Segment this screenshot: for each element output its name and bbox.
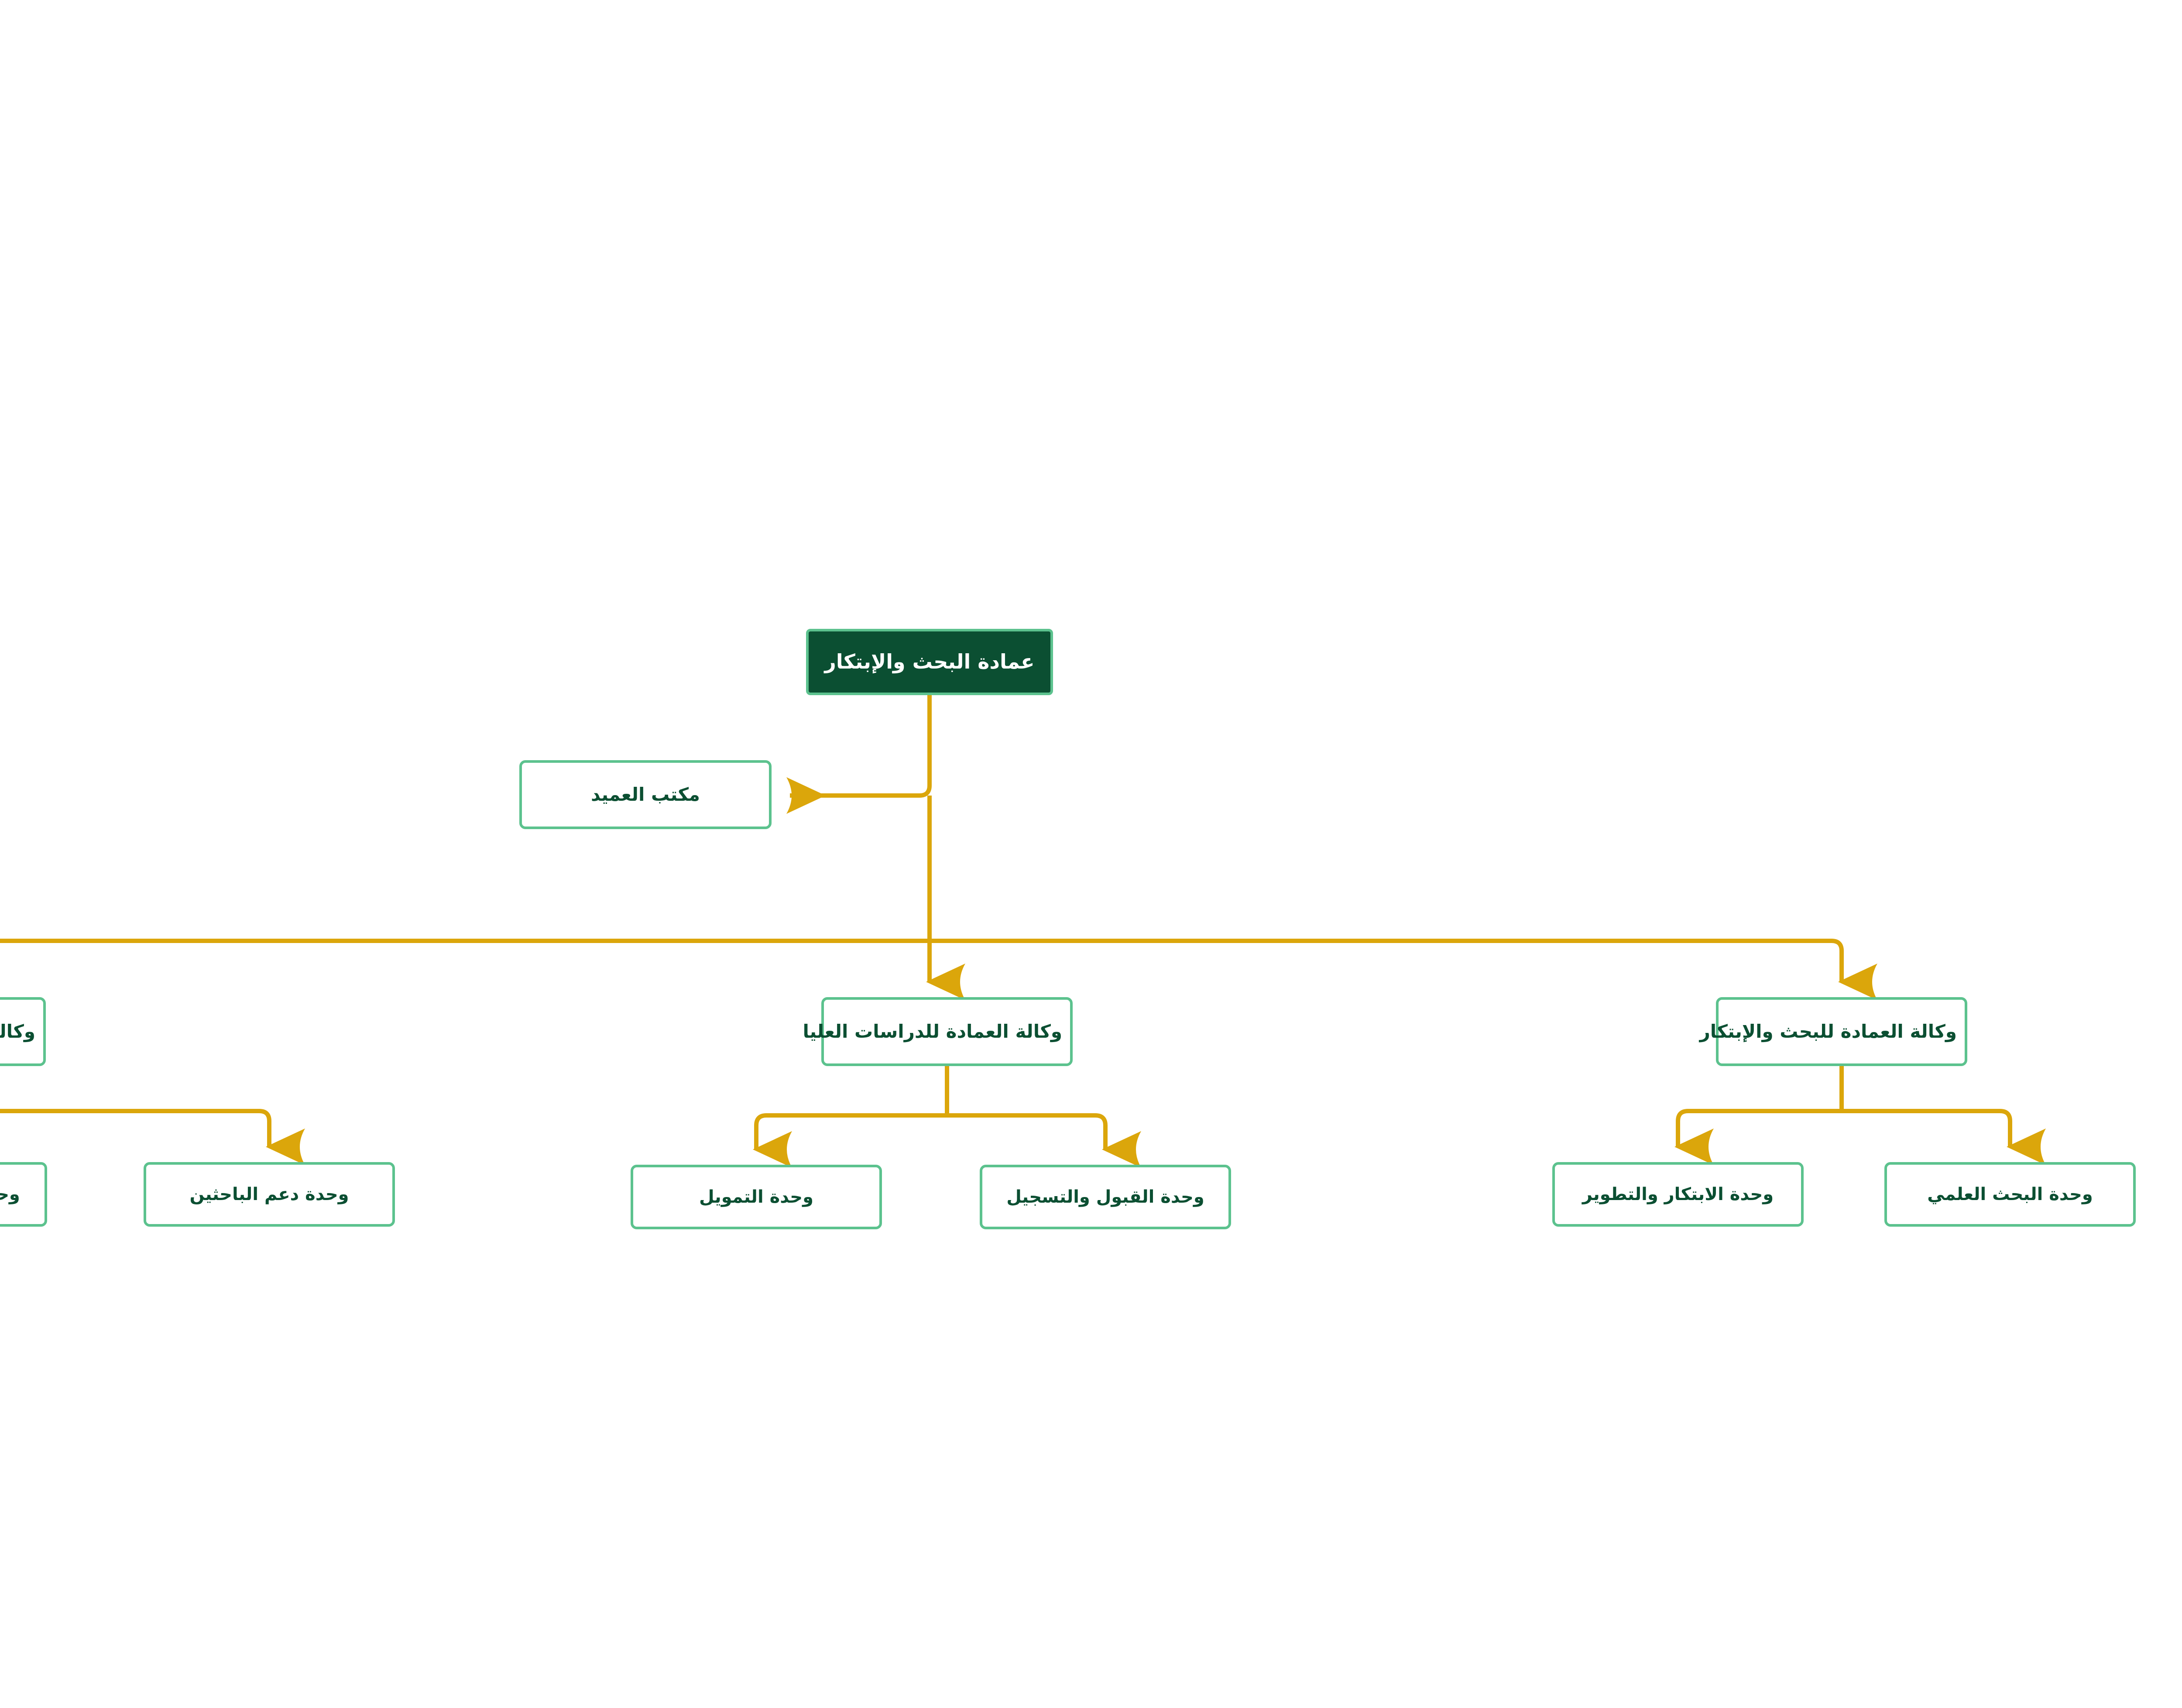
node-label: وحدة الابتكار والتطوير — [1582, 1184, 1774, 1204]
node-agency-graduate-studies[interactable]: وكالة العمادة للدراسات العليا — [803, 997, 1073, 1066]
edge-agency-graduate-to-unit-funding — [752, 1113, 947, 1168]
edge-root-to-agency-research — [930, 939, 1877, 1000]
node-unit-innovation-development[interactable]: وحدة الابتكار والتطوير — [1552, 1162, 1804, 1227]
node-unit-researcher-support[interactable]: وحدة دعم الباحثين — [144, 1162, 395, 1227]
edge-root-to-agency-students — [0, 939, 930, 943]
edge-agency-research-to-unit-scientific-research — [1842, 1109, 2046, 1165]
node-label: عمادة البحث والإبتكار — [824, 650, 1035, 674]
node-unit-data-reports[interactable]: وحدة البيانات والتقارير — [0, 1162, 47, 1227]
node-dean-office[interactable]: مكتب العميد — [519, 760, 772, 829]
node-agency-research-innovation[interactable]: وكالة العمادة للبحث والإبتكار — [1699, 997, 1967, 1066]
node-root-deanship[interactable]: عمادة البحث والإبتكار — [806, 629, 1053, 695]
node-unit-admission-registration[interactable]: وحدة القبول والتسجيل — [980, 1165, 1231, 1229]
node-label: وكالة العمادة لشؤون الطالبات — [0, 1020, 35, 1042]
node-label: وحدة دعم الباحثين — [189, 1184, 349, 1204]
node-label: وحدة البحث العلمي — [1927, 1184, 2093, 1204]
node-unit-scientific-research[interactable]: وحدة البحث العلمي — [1884, 1162, 2136, 1227]
edge-agency-students-to-unit-researcher-support — [0, 1109, 305, 1165]
node-label: وحدة القبول والتسجيل — [1006, 1187, 1204, 1207]
edge-root-to-dean-office — [786, 695, 932, 814]
node-agency-student-affairs[interactable]: وكالة العمادة لشؤون الطالبات — [0, 997, 46, 1066]
node-unit-funding[interactable]: وحدة التمويل — [631, 1165, 882, 1229]
node-label: وحدة البيانات والتقارير — [0, 1184, 20, 1204]
node-label: مكتب العميد — [590, 783, 700, 805]
node-label: وكالة العمادة للبحث والإبتكار — [1699, 1020, 1957, 1042]
node-label: وحدة التمويل — [699, 1187, 813, 1207]
edge-agency-research-to-unit-innovation — [1674, 1109, 1842, 1165]
edge-agency-graduate-to-unit-admission — [947, 1113, 1141, 1168]
node-label: وكالة العمادة للدراسات العليا — [803, 1020, 1062, 1042]
